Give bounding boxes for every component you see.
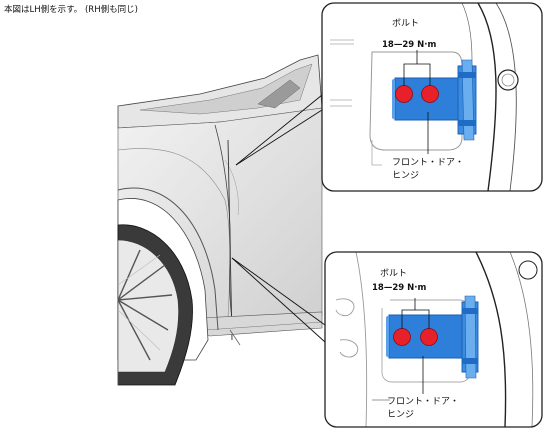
torque-spec: 18—29 N·m bbox=[382, 40, 436, 50]
part-label-line1: フロント・ドア・ bbox=[392, 158, 464, 168]
callout-top: ボルト 18—29 N·m フロント・ドア・ ヒンジ bbox=[321, 2, 543, 192]
torque-spec: 18—29 N·m bbox=[372, 283, 426, 293]
view-note: 本図はLH側を示す。 (RH側も同じ) bbox=[4, 5, 138, 15]
bolt-label: ボルト bbox=[380, 268, 407, 279]
part-label-line2: ヒンジ bbox=[387, 409, 414, 420]
leader-lines bbox=[231, 94, 326, 343]
car-body-illustration bbox=[117, 54, 323, 386]
callout-bottom: ボルト 18—29 N·m フロント・ドア・ ヒンジ bbox=[324, 251, 543, 428]
part-label-line1: フロント・ドア・ bbox=[387, 397, 459, 407]
bolt-label: ボルト bbox=[392, 18, 419, 29]
part-label-line2: ヒンジ bbox=[392, 170, 419, 181]
